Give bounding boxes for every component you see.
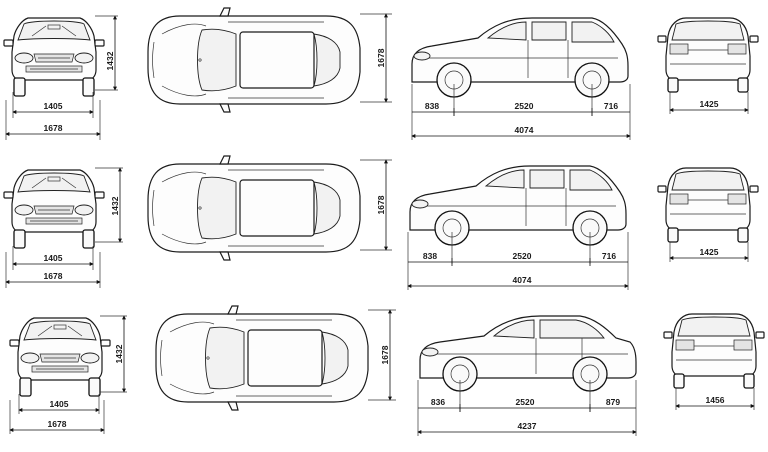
rear-track-dim: 1425 <box>700 247 719 257</box>
front-view-drawing <box>9 317 111 397</box>
front-width-dim: 1405 <box>50 399 69 409</box>
front-width-dim: 1405 <box>44 253 63 263</box>
side-view-drawing <box>409 165 627 246</box>
row-2: 1432 1405 1678 1678 838 2520 716 4074 14… <box>3 155 759 290</box>
rear-view-drawing <box>657 167 759 243</box>
row-1: 1432 1405 1678 1678 838 2520 716 4074 14… <box>3 7 759 140</box>
side-front-overhang-dim: 838 <box>425 101 439 111</box>
side-wheelbase-dim: 2520 <box>513 251 532 261</box>
front-overall-width-dim: 1678 <box>44 271 63 281</box>
side-length-dim: 4237 <box>518 421 537 431</box>
side-length-dim: 4074 <box>515 125 534 135</box>
top-view-drawing <box>147 7 361 113</box>
front-width-dim: 1405 <box>44 101 63 111</box>
side-rear-overhang-dim: 879 <box>606 397 620 407</box>
side-rear-overhang-dim: 716 <box>604 101 618 111</box>
top-view-drawing <box>155 305 369 411</box>
side-view-drawing <box>419 315 637 392</box>
rear-view-drawing <box>663 313 765 389</box>
front-height-dim: 1432 <box>110 196 120 215</box>
front-height-dim: 1432 <box>105 51 115 70</box>
side-wheelbase-dim: 2520 <box>516 397 535 407</box>
top-view-drawing <box>147 155 361 261</box>
front-view-drawing <box>3 17 105 97</box>
side-front-overhang-dim: 838 <box>423 251 437 261</box>
front-overall-width-dim: 1678 <box>44 123 63 133</box>
rear-track-dim: 1425 <box>700 99 719 109</box>
top-width-dim: 1678 <box>376 195 386 214</box>
rear-view-drawing <box>657 17 759 93</box>
side-view-drawing <box>411 17 629 98</box>
front-view-drawing <box>3 169 105 249</box>
front-height-dim: 1432 <box>114 344 124 363</box>
front-overall-width-dim: 1678 <box>48 419 67 429</box>
rear-track-dim: 1456 <box>706 395 725 405</box>
side-rear-overhang-dim: 716 <box>602 251 616 261</box>
top-width-dim: 1678 <box>376 48 386 67</box>
side-wheelbase-dim: 2520 <box>515 101 534 111</box>
row-3: 1432 1405 1678 1678 <box>9 305 765 436</box>
top-width-dim: 1678 <box>380 345 390 364</box>
side-front-overhang-dim: 836 <box>431 397 445 407</box>
side-length-dim: 4074 <box>513 275 532 285</box>
